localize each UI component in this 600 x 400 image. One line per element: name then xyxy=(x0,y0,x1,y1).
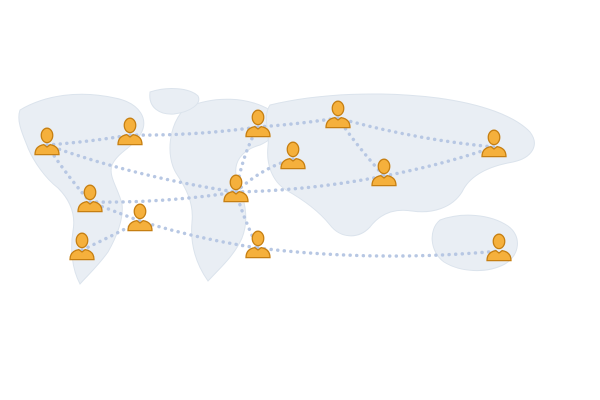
person-icon xyxy=(245,230,271,259)
connection-line xyxy=(45,143,238,194)
connection-line xyxy=(382,145,496,178)
connection-line xyxy=(138,219,260,250)
connection-line xyxy=(128,125,260,137)
connection-line xyxy=(88,200,142,223)
connection-line xyxy=(234,174,386,194)
connection-line xyxy=(336,116,496,149)
connection-line xyxy=(256,246,501,258)
connection-line xyxy=(88,190,238,204)
person-icon xyxy=(127,203,153,232)
